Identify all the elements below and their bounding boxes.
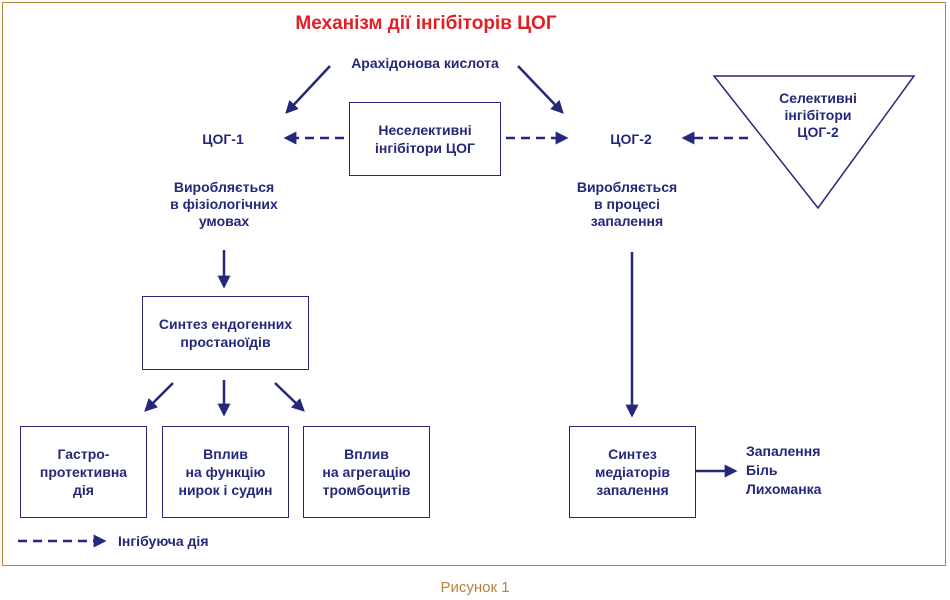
endogenous-synthesis-box: Синтез ендогенних простаноїдів [142,296,309,370]
arrow-aa-to-cox1 [285,65,331,114]
mediator-synthesis-box: Синтез медіаторів запалення [569,426,696,518]
legend-inhibitory-label: Інгібуюча дія [118,533,209,549]
cox1-label: ЦОГ-1 [202,131,244,147]
gastroprotective-box: Гастро- протективна дія [20,426,147,518]
arachidonic-acid-label: Арахідонова кислота [351,55,499,71]
arrow-to-platelet [274,382,305,412]
arrow-to-gastro [144,382,174,412]
selective-inhibitors-triangle [712,75,916,210]
cox2-produced-label: Виробляється в процесі запалення [576,179,678,229]
kidney-vascular-box: Вплив на функцію нирок і судин [162,426,289,518]
cox2-label: ЦОГ-2 [610,131,652,147]
diagram-frame [2,2,946,566]
cox1-produced-label: Виробляється в фізіологічних умовах [170,179,278,229]
figure-caption: Рисунок 1 [440,579,510,596]
inflammation-effects-list: Запалення Біль Лихоманка [746,443,822,497]
diagram-title: Механізм дії інгібіторів ЦОГ [295,13,557,34]
selective-inhibitors-label: Селективні інгібітори ЦОГ-2 [779,90,857,140]
platelet-aggregation-box: Вплив на агрегацію тромбоцитів [303,426,430,518]
nonselective-inhibitors-box: Неселективні інгібітори ЦОГ [349,102,501,176]
arrow-aa-to-cox2 [517,65,564,114]
